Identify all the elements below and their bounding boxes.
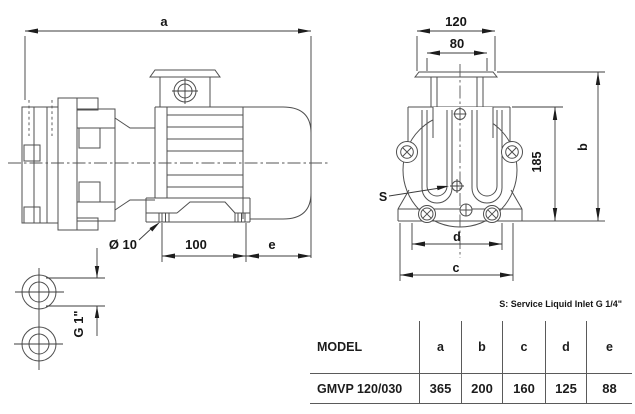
table-cell-a: 365 (420, 374, 462, 404)
dim-c-label: c (453, 261, 460, 275)
service-inlet-note: S: Service Liquid Inlet G 1/4" (499, 299, 622, 309)
dim-185-label: 185 (530, 152, 544, 173)
port-thread-label: G 1" (71, 310, 86, 337)
table-cell-b: 200 (462, 374, 503, 404)
table-header-b: b (462, 321, 503, 374)
table-cell-c: 160 (503, 374, 546, 404)
table-header-a: a (420, 321, 462, 374)
dim-a-label: a (160, 14, 168, 29)
table-cell-d: 125 (546, 374, 587, 404)
dim-e-label: e (268, 237, 275, 252)
ports-view: G 1" (14, 248, 105, 370)
table-cell-model: GMVP 120/030 (310, 374, 420, 404)
table-header-e: e (587, 321, 632, 374)
dim-100-label: 100 (185, 237, 207, 252)
dim-80-label: 80 (450, 36, 464, 51)
table-cell-e: 88 (587, 374, 632, 404)
dim-b-label: b (576, 143, 590, 151)
table-header-model: MODEL (310, 321, 420, 374)
dimension-table: MODEL a b c d e GMVP 120/030 365 200 160… (310, 321, 632, 404)
foot-hole-dia-label: Ø 10 (109, 237, 137, 252)
inlet-s-label: S (379, 190, 387, 204)
dim-d-label: d (453, 230, 461, 244)
side-view: a (8, 14, 330, 262)
dim-120-label: 120 (445, 14, 467, 29)
front-view: 120 80 (379, 14, 605, 281)
flange-screw-icon (400, 145, 519, 221)
table-header-c: c (503, 321, 546, 374)
table-header-d: d (546, 321, 587, 374)
